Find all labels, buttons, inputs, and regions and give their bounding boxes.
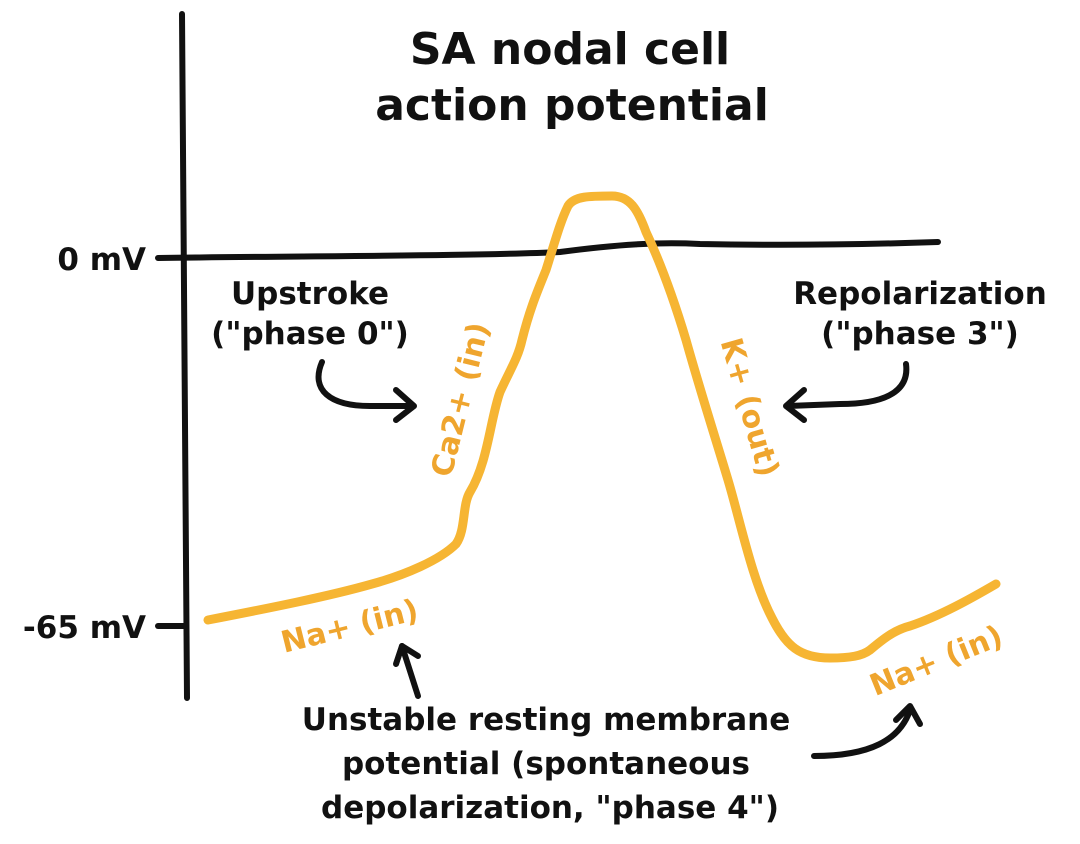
- repolarization-arrow: [783, 361, 910, 423]
- y-axis-line: [179, 11, 190, 701]
- unstable-right-arrow: [811, 703, 923, 759]
- zero-mv-label: 0 mV: [57, 242, 146, 278]
- unstable-label-line-1: Unstable resting membrane: [302, 702, 790, 738]
- zero-mv-line: [155, 239, 941, 261]
- repolarization-phase-label: ("phase 3"): [821, 316, 1019, 352]
- repolarization-label: Repolarization: [793, 276, 1047, 312]
- action-potential-trace: [203, 191, 1001, 663]
- upstroke-phase-label: ("phase 0"): [211, 316, 409, 352]
- unstable-left-arrow: [393, 643, 421, 699]
- title-line-1: SA nodal cell: [410, 24, 730, 75]
- na-in-right-label: Na+ (in): [865, 619, 1008, 704]
- title-line-2: action potential: [375, 80, 769, 131]
- upstroke-label: Upstroke: [231, 276, 389, 312]
- unstable-label-line-3: depolarization, "phase 4"): [321, 790, 779, 826]
- unstable-label-line-2: potential (spontaneous: [342, 746, 750, 782]
- resting-mv-label: -65 mV: [23, 610, 146, 646]
- upstroke-arrow: [315, 359, 417, 423]
